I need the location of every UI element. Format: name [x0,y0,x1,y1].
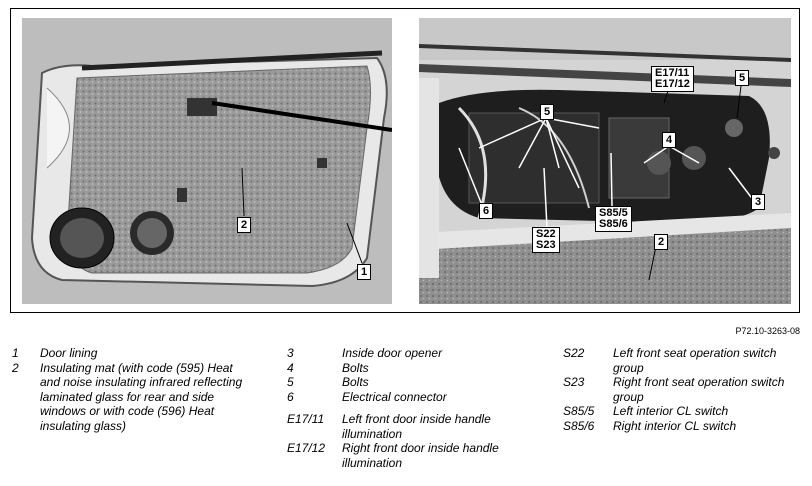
callout-e17: E17/11 E17/12 [651,66,694,92]
legend-text: Right interior CL switch [613,418,737,433]
legend-key: 5 [287,375,294,389]
legend-key: 4 [287,360,294,375]
legend-row: E17/12 Right front door inside handle ill… [287,441,542,470]
door-internals-photo [419,18,791,304]
legend-text: Door lining [40,346,98,360]
legend-text: Left front seat operation switch group [613,346,777,375]
legend-key: S85/6 [563,418,595,433]
callout-s22-s23: S22 S23 [532,227,560,253]
callout-s85: S85/5 S85/6 [595,206,632,232]
legend-row: E17/11 Left front door inside handle illu… [287,412,542,441]
callout-2-right: 2 [654,234,669,250]
legend-row: 2 Insulating mat (with code (595) Heat an… [12,361,252,434]
callout-5-top: 5 [735,70,750,86]
callout-3: 3 [751,194,766,210]
legend-row: S22 Left front seat operation switch grou… [563,346,803,375]
legend-text: Inside door opener [342,346,443,360]
door-lining-illustration [22,18,392,304]
callout-6: 6 [479,203,494,219]
legend-text: Left front door inside handle illuminati… [342,412,491,441]
callout-5-center: 5 [540,104,555,120]
legend-text: Right front door inside handle illuminat… [342,441,499,470]
legend-row: S85/5 Left interior CL switch [563,404,803,419]
legend-row: 1 Door lining [12,346,252,361]
legend-key: 2 [12,360,19,375]
figure-reference: P72.10-3263-08 [735,326,800,336]
legend-row: S85/6 Right interior CL switch [563,419,803,434]
legend-row: S23 Right front seat operation switch gro… [563,375,803,404]
legend-row: 5 Bolts [287,375,542,390]
legend-text: Right front seat operation switch group [613,375,785,404]
legend-key: E17/12 [287,441,326,455]
legend-text: Electrical connector [342,389,447,404]
legend-key: S85/5 [563,404,595,418]
door-lining-photo [22,18,392,304]
legend-key: E17/11 [287,412,325,426]
legend-row: 6 Electrical connector [287,390,542,405]
legend-row: 3 Inside door opener [287,346,542,361]
callout-4: 4 [662,132,677,148]
legend-key: 1 [12,346,19,360]
door-internals-illustration [419,18,791,304]
callout-2-left: 2 [237,217,252,233]
legend-text: Bolts [342,375,369,389]
legend-key: S23 [563,375,585,389]
legend-key: S22 [563,346,585,360]
legend-key: 6 [287,389,294,404]
legend-column-3: S22 Left front seat operation switch grou… [563,346,803,433]
legend-text: Left interior CL switch [613,404,729,418]
legend-key: 3 [287,346,294,360]
callout-1: 1 [357,264,372,280]
legend-text: Insulating mat (with code (595) Heat and… [40,360,243,433]
legend-column-1: 1 Door lining 2 Insulating mat (with code (… [12,346,252,433]
legend-text: Bolts [342,360,369,375]
legend-row: 4 Bolts [287,361,542,376]
